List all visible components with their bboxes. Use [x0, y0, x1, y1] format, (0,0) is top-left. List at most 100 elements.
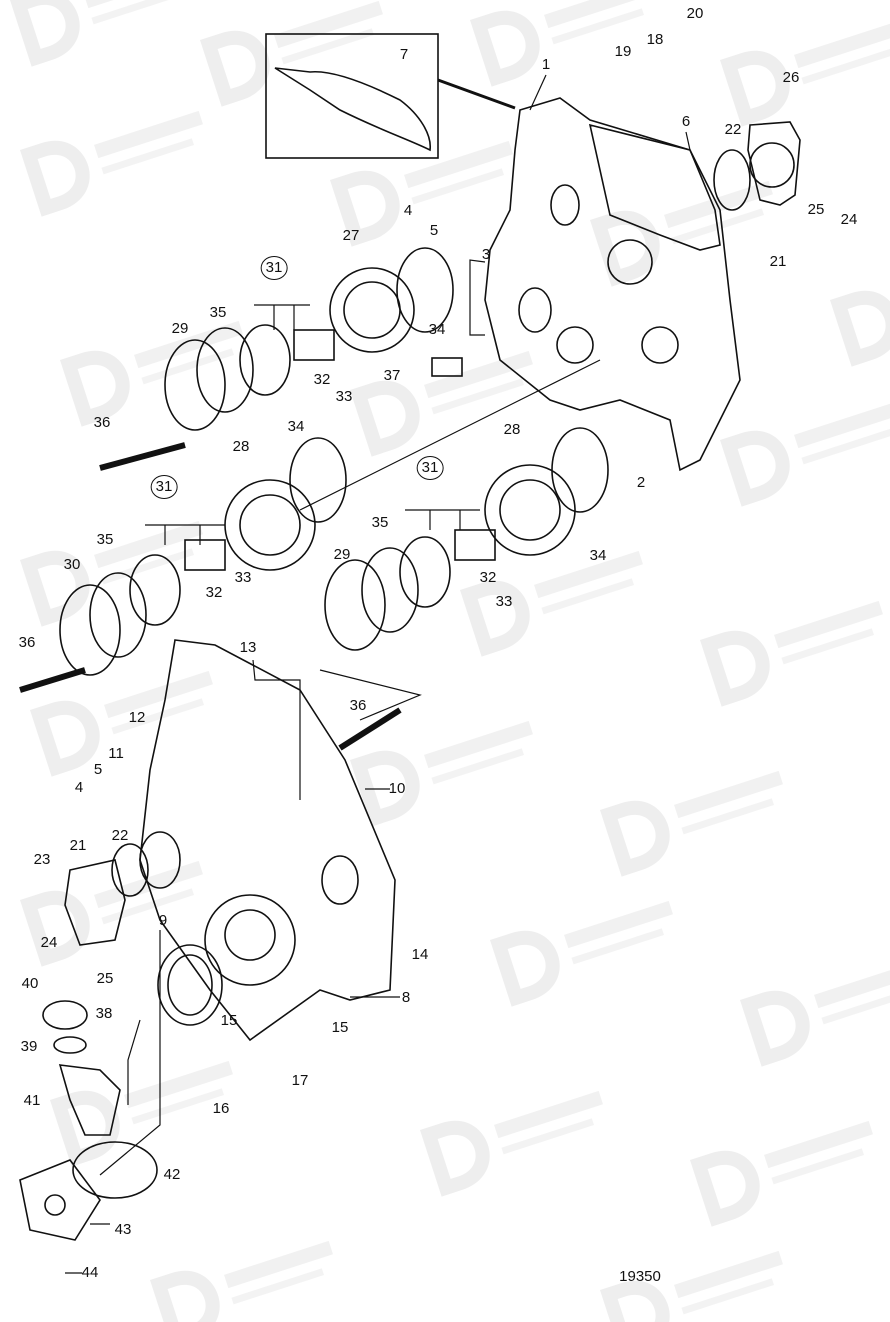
callout-label: 3 — [481, 246, 491, 263]
callout-label: 31 — [416, 456, 444, 480]
watermark-logo — [200, 0, 383, 107]
callout-label: 19 — [614, 43, 632, 60]
callout-label: 12 — [128, 709, 146, 726]
watermark-logo — [720, 400, 890, 507]
callout-label: 32 — [313, 371, 331, 388]
diagram-number: 19350 — [619, 1268, 661, 1285]
callout-label: 5 — [429, 222, 439, 239]
callout-label: 9 — [158, 912, 168, 929]
callout-label: 2 — [636, 474, 646, 491]
watermark-logo — [460, 550, 643, 657]
callout-label: 28 — [232, 438, 250, 455]
callout-label: 38 — [95, 1005, 113, 1022]
callout-label: 28 — [503, 421, 521, 438]
watermark-logo — [60, 320, 243, 427]
callout-label: 14 — [411, 946, 429, 963]
watermark-logo — [740, 960, 890, 1067]
callout-label: 36 — [349, 697, 367, 714]
leader-lines — [65, 74, 691, 1274]
callout-label: 33 — [495, 593, 513, 610]
callout-label: 29 — [171, 320, 189, 337]
watermark-logo — [330, 140, 513, 247]
cover-plate-21 — [713, 121, 801, 211]
callout-label: 8 — [401, 989, 411, 1006]
callout-label: 34 — [589, 547, 607, 564]
watermark-logo — [600, 770, 783, 877]
callout-label: 4 — [74, 779, 84, 796]
watermark-logo — [490, 900, 673, 1007]
callout-label: 1 — [541, 56, 551, 73]
callout-label: 44 — [81, 1264, 99, 1281]
watermark-logo — [350, 720, 533, 827]
callout-label: 35 — [96, 531, 114, 548]
callout-label: 25 — [807, 201, 825, 218]
callout-label: 5 — [93, 761, 103, 778]
middle-left-gear — [19, 437, 347, 693]
callout-label: 22 — [724, 121, 742, 138]
watermark-logo — [20, 110, 203, 217]
callout-label: 32 — [205, 584, 223, 601]
callout-label: 30 — [63, 556, 81, 573]
callout-label: 11 — [108, 745, 124, 762]
callout-label: 22 — [111, 827, 129, 844]
timing-gear-housing — [484, 97, 741, 472]
watermark-logo — [10, 0, 193, 67]
watermark-logo — [20, 520, 203, 627]
callout-label: 42 — [163, 1166, 181, 1183]
callout-label: 33 — [335, 388, 353, 405]
oil-filler-parts — [19, 843, 158, 1241]
callout-label: 34 — [287, 418, 305, 435]
callout-label: 21 — [69, 837, 87, 854]
callout-label: 37 — [383, 367, 401, 384]
callout-label: 25 — [96, 970, 114, 987]
callout-label: 17 — [291, 1072, 309, 1089]
callout-label: 35 — [371, 514, 389, 531]
callout-label: 6 — [681, 113, 691, 130]
callout-label: 39 — [20, 1038, 38, 1055]
callout-label: 20 — [686, 5, 704, 22]
callout-label: 4 — [403, 202, 413, 219]
watermark-logo — [720, 20, 890, 127]
callout-label: 40 — [21, 975, 39, 992]
callout-label: 10 — [388, 780, 406, 797]
timing-cover-8 — [139, 639, 396, 1042]
callout-label: 41 — [23, 1092, 41, 1109]
callout-label: 32 — [479, 569, 497, 586]
watermark-logo — [690, 1120, 873, 1227]
callout-label: 33 — [234, 569, 252, 586]
middle-right-gear — [324, 427, 609, 751]
callout-label: 23 — [33, 851, 51, 868]
callout-label: 31 — [150, 475, 178, 499]
watermark-logo — [470, 0, 653, 87]
callout-label: 27 — [342, 227, 360, 244]
callout-label: 7 — [399, 46, 409, 63]
callout-label: 26 — [782, 69, 800, 86]
watermark-logo — [30, 670, 213, 777]
callout-label: 29 — [333, 546, 351, 563]
watermark-logo — [420, 1090, 603, 1197]
callout-label: 35 — [209, 304, 227, 321]
callout-label: 16 — [212, 1100, 230, 1117]
callout-label: 36 — [18, 634, 36, 651]
callout-label: 13 — [239, 639, 257, 656]
callout-label: 34 — [428, 321, 446, 338]
sealant-tube-box — [265, 33, 516, 159]
callout-label: 24 — [840, 211, 858, 228]
callout-label: 21 — [769, 253, 787, 270]
watermark-logo — [350, 350, 533, 457]
callout-label: 31 — [260, 256, 288, 280]
callout-label: 36 — [93, 414, 111, 431]
watermark-logo — [50, 1060, 233, 1167]
callout-label: 15 — [220, 1012, 238, 1029]
callout-label: 43 — [114, 1221, 132, 1238]
watermark-logo — [830, 290, 890, 367]
watermark-logo — [700, 600, 883, 707]
callout-label: 15 — [331, 1019, 349, 1036]
callout-label: 18 — [646, 31, 664, 48]
watermark-logo — [600, 1250, 783, 1322]
watermark-logo — [150, 1240, 333, 1322]
upper-idler-gear — [99, 247, 463, 471]
